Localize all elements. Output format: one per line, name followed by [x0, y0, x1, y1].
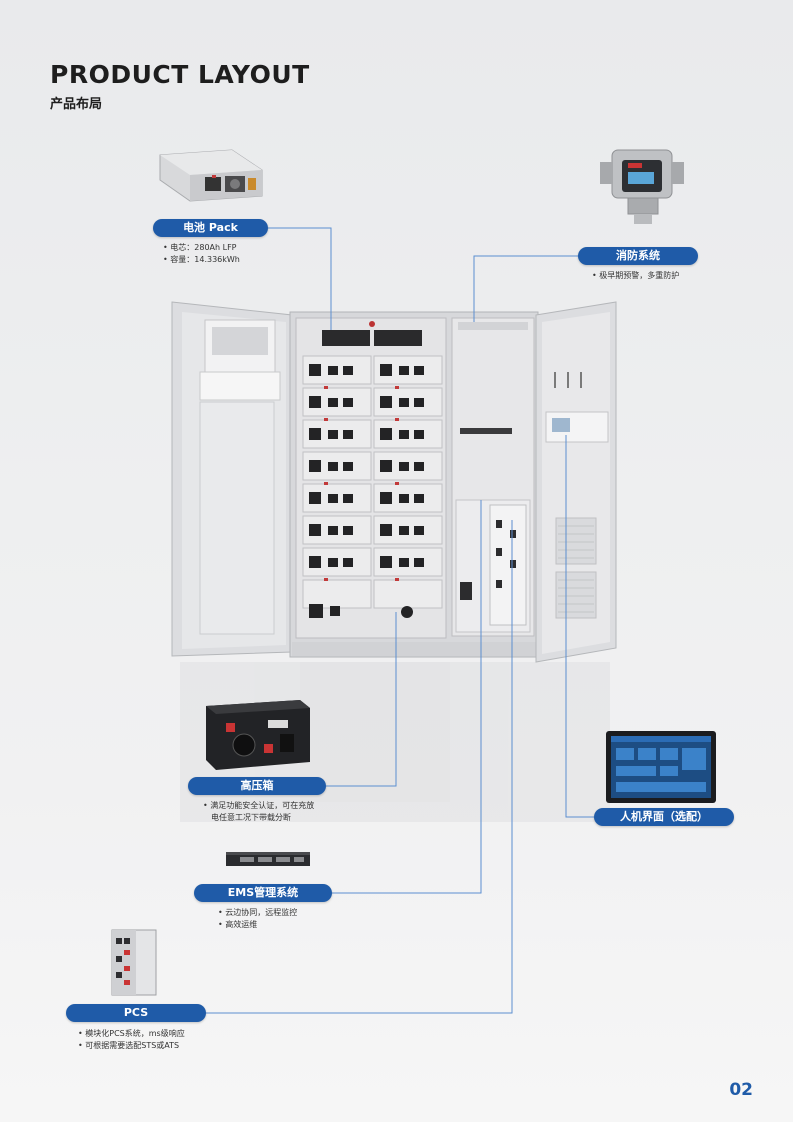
battery-pack-label: 电池 Pack — [153, 219, 268, 237]
battery-pack-spec-cell: • 电芯：280Ah LFP — [163, 243, 237, 252]
hv-box-image — [206, 700, 310, 770]
hmi-screen-image — [606, 731, 716, 803]
hv-box-specs: • 满足功能安全认证，可在充放 电任意工况下带载分断 — [203, 800, 314, 824]
battery-pack-image — [159, 149, 263, 202]
hv-box-spec-line1: • 满足功能安全认证，可在充放 — [203, 801, 315, 810]
pcs-label: PCS — [66, 1004, 206, 1022]
hv-box-label: 高压箱 — [188, 777, 326, 795]
pcs-spec-line1: • 模块化PCS系统，ms级响应 — [78, 1029, 185, 1038]
pcs-spec-line2: • 可根据需要选配STS或ATS — [78, 1041, 180, 1050]
pcs-module-image — [111, 929, 157, 996]
leader-lines — [205, 227, 596, 1014]
battery-pack-spec-capacity: • 容量：14.336kWh — [163, 255, 240, 264]
fire-system-specs: • 极早期预警，多重防护 — [592, 270, 679, 282]
energy-storage-cabinet — [171, 301, 617, 663]
ems-spec-line1: • 云边协同，远程监控 — [218, 908, 298, 917]
fire-detector-image — [600, 149, 684, 224]
page-subtitle: 产品布局 — [50, 97, 103, 112]
page-title: PRODUCT LAYOUT — [50, 60, 310, 89]
page-number: 02 — [729, 1080, 753, 1100]
hv-box-spec-line2: 电任意工况下带载分断 — [211, 813, 291, 822]
ems-server-image — [226, 852, 310, 866]
battery-pack-specs: • 电芯：280Ah LFP • 容量：14.336kWh — [163, 242, 240, 266]
ems-specs: • 云边协同，远程监控 • 高效运维 — [218, 907, 297, 931]
pcs-specs: • 模块化PCS系统，ms级响应 • 可根据需要选配STS或ATS — [78, 1028, 185, 1052]
fire-system-spec: • 极早期预警，多重防护 — [592, 271, 680, 280]
ems-spec-line2: • 高效运维 — [218, 920, 258, 929]
fire-system-label: 消防系统 — [578, 247, 698, 265]
ems-label: EMS管理系统 — [194, 884, 332, 902]
hmi-label: 人机界面（选配） — [594, 808, 734, 826]
